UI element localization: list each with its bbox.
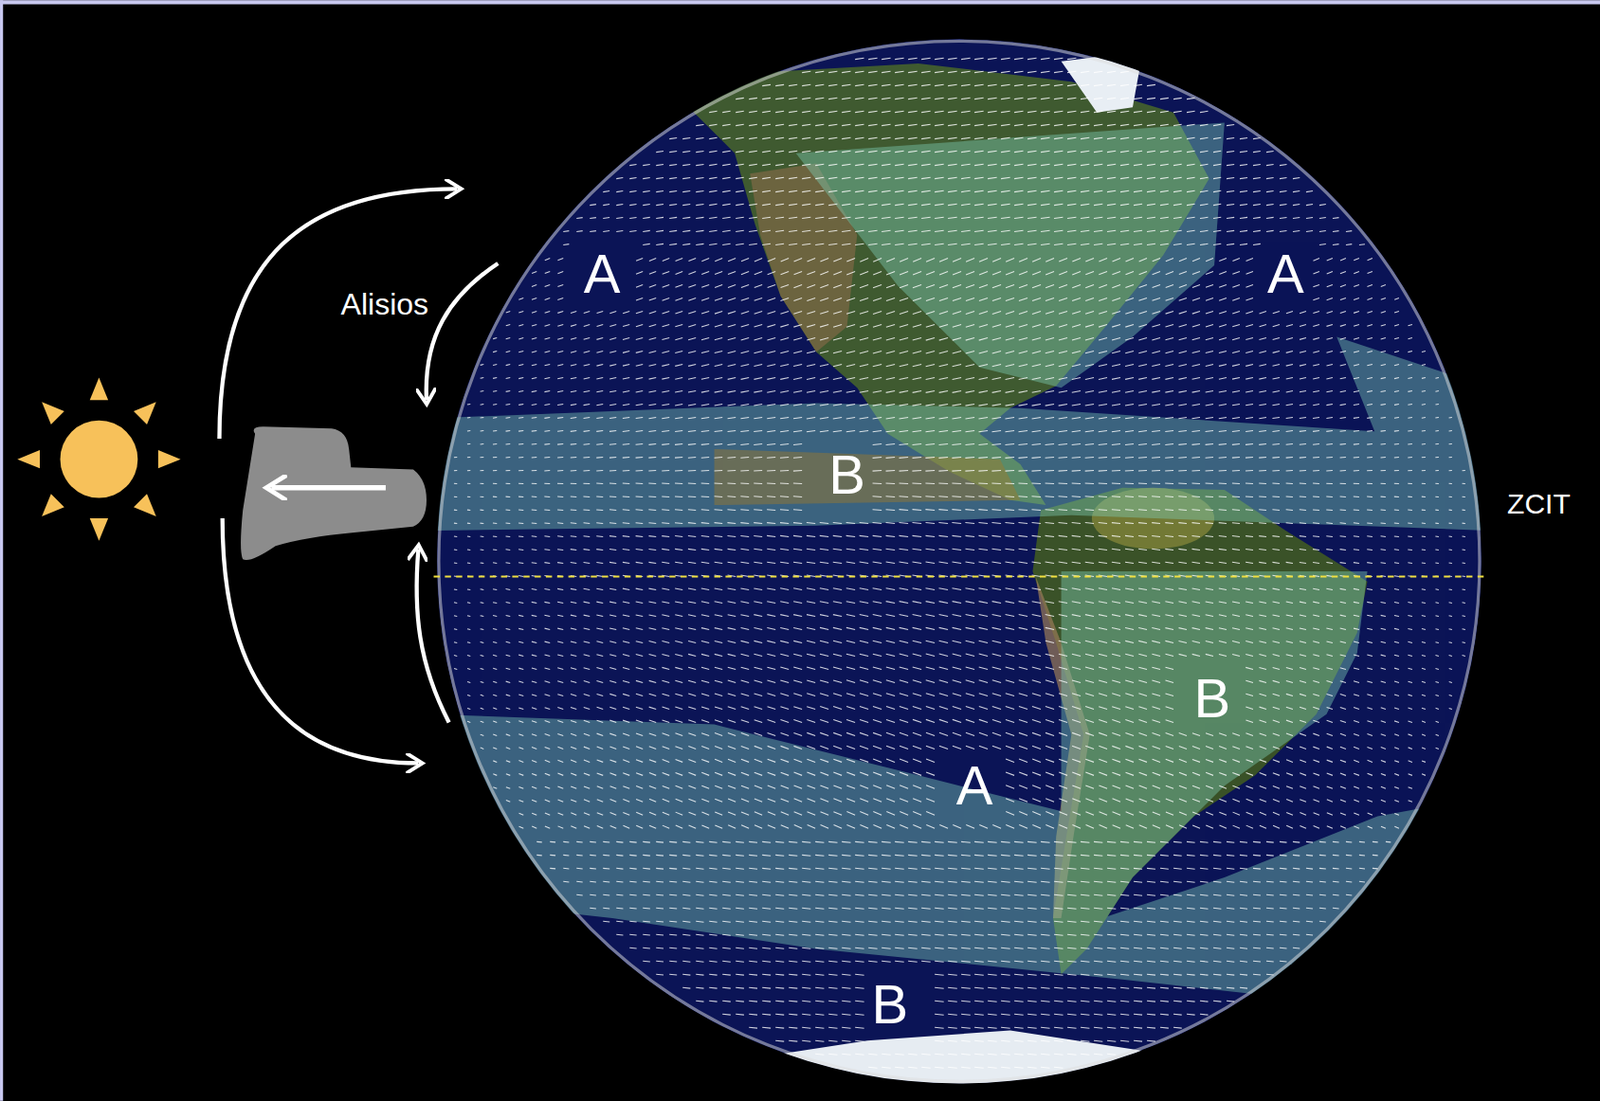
equator-line — [434, 575, 1487, 578]
pressure-low: B — [828, 447, 866, 503]
globe-rim — [438, 40, 1480, 1082]
pressure-low: B — [871, 977, 909, 1033]
frame-left — [0, 0, 3, 1101]
antarctica — [714, 1031, 1205, 1101]
flow-arrow — [271, 485, 386, 491]
pressure-high: A — [583, 246, 621, 302]
pressure-high: A — [956, 758, 994, 814]
annotation: Alisios — [341, 289, 429, 320]
pressure-bands — [428, 122, 1491, 1020]
annotation: ZCIT — [1507, 490, 1571, 519]
pressure-low: B — [1194, 671, 1232, 727]
wind-vectors — [454, 57, 1466, 1069]
pressure-high: A — [1267, 246, 1305, 302]
convection-cell — [240, 426, 427, 561]
sun-symbol — [17, 378, 181, 542]
frame-top — [0, 0, 1600, 4]
